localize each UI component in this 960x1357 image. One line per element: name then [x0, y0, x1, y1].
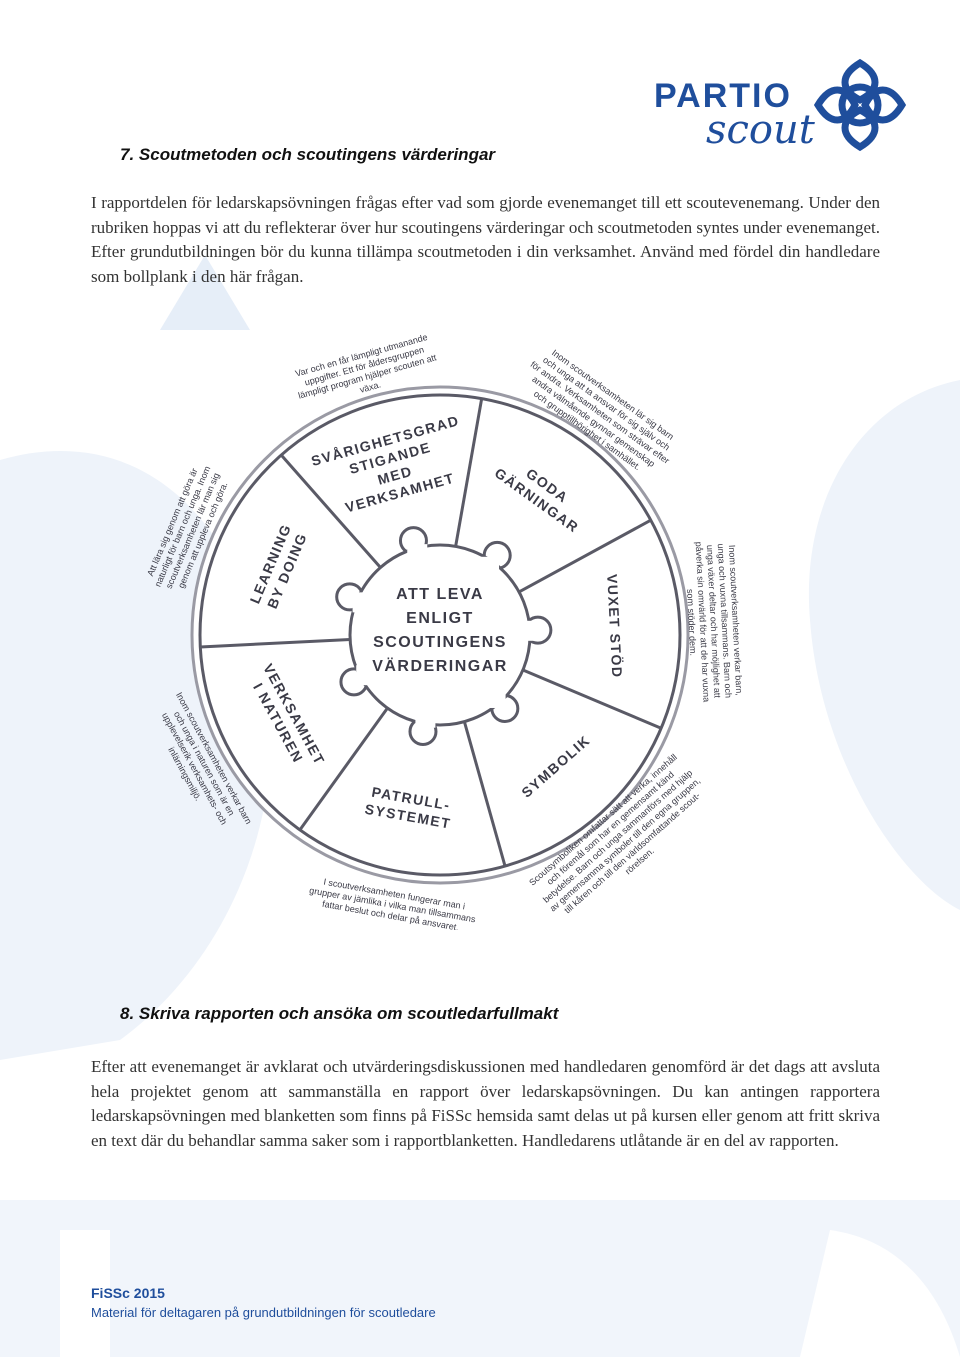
footer-subtitle: Material för deltagaren på grundutbildni… [91, 1305, 436, 1320]
footer-title: FiSSc 2015 [91, 1285, 436, 1301]
knob-mask [486, 688, 506, 708]
knob-mask [479, 557, 499, 577]
knob-mask [353, 592, 373, 612]
center-label-line: ATT LEVA [396, 586, 484, 603]
section-7-heading: 7. Scoutmetoden och scoutingens värderin… [120, 145, 495, 165]
logo-text-scout: scout [706, 107, 815, 153]
section-7-paragraph: I rapportdelen för ledarskapsövningen fr… [91, 191, 880, 289]
fleur-de-lis-icon [810, 55, 910, 155]
center-label-line: VÄRDERINGAR [372, 657, 508, 675]
section-8-heading: 8. Skriva rapporten och ansöka om scoutl… [120, 1004, 558, 1024]
segment-note: Inom scoutverksamheten verkar barn,unga … [683, 540, 745, 703]
section-8-paragraph: Efter att evenemanget är avklarat och ut… [91, 1055, 880, 1153]
page-footer: FiSSc 2015 Material för deltagaren på gr… [91, 1285, 436, 1320]
knob-mask [415, 708, 435, 728]
center-label-line: SCOUTINGENS [373, 634, 507, 651]
partioscout-logo: PARTIO scout [650, 55, 915, 160]
center-label-line: ENLIGT [406, 610, 474, 627]
knob-mask [407, 544, 427, 564]
scout-method-wheel-diagram: ATT LEVAENLIGTSCOUTINGENSVÄRDERINGARGODA… [140, 330, 770, 930]
knob-mask [514, 621, 534, 641]
